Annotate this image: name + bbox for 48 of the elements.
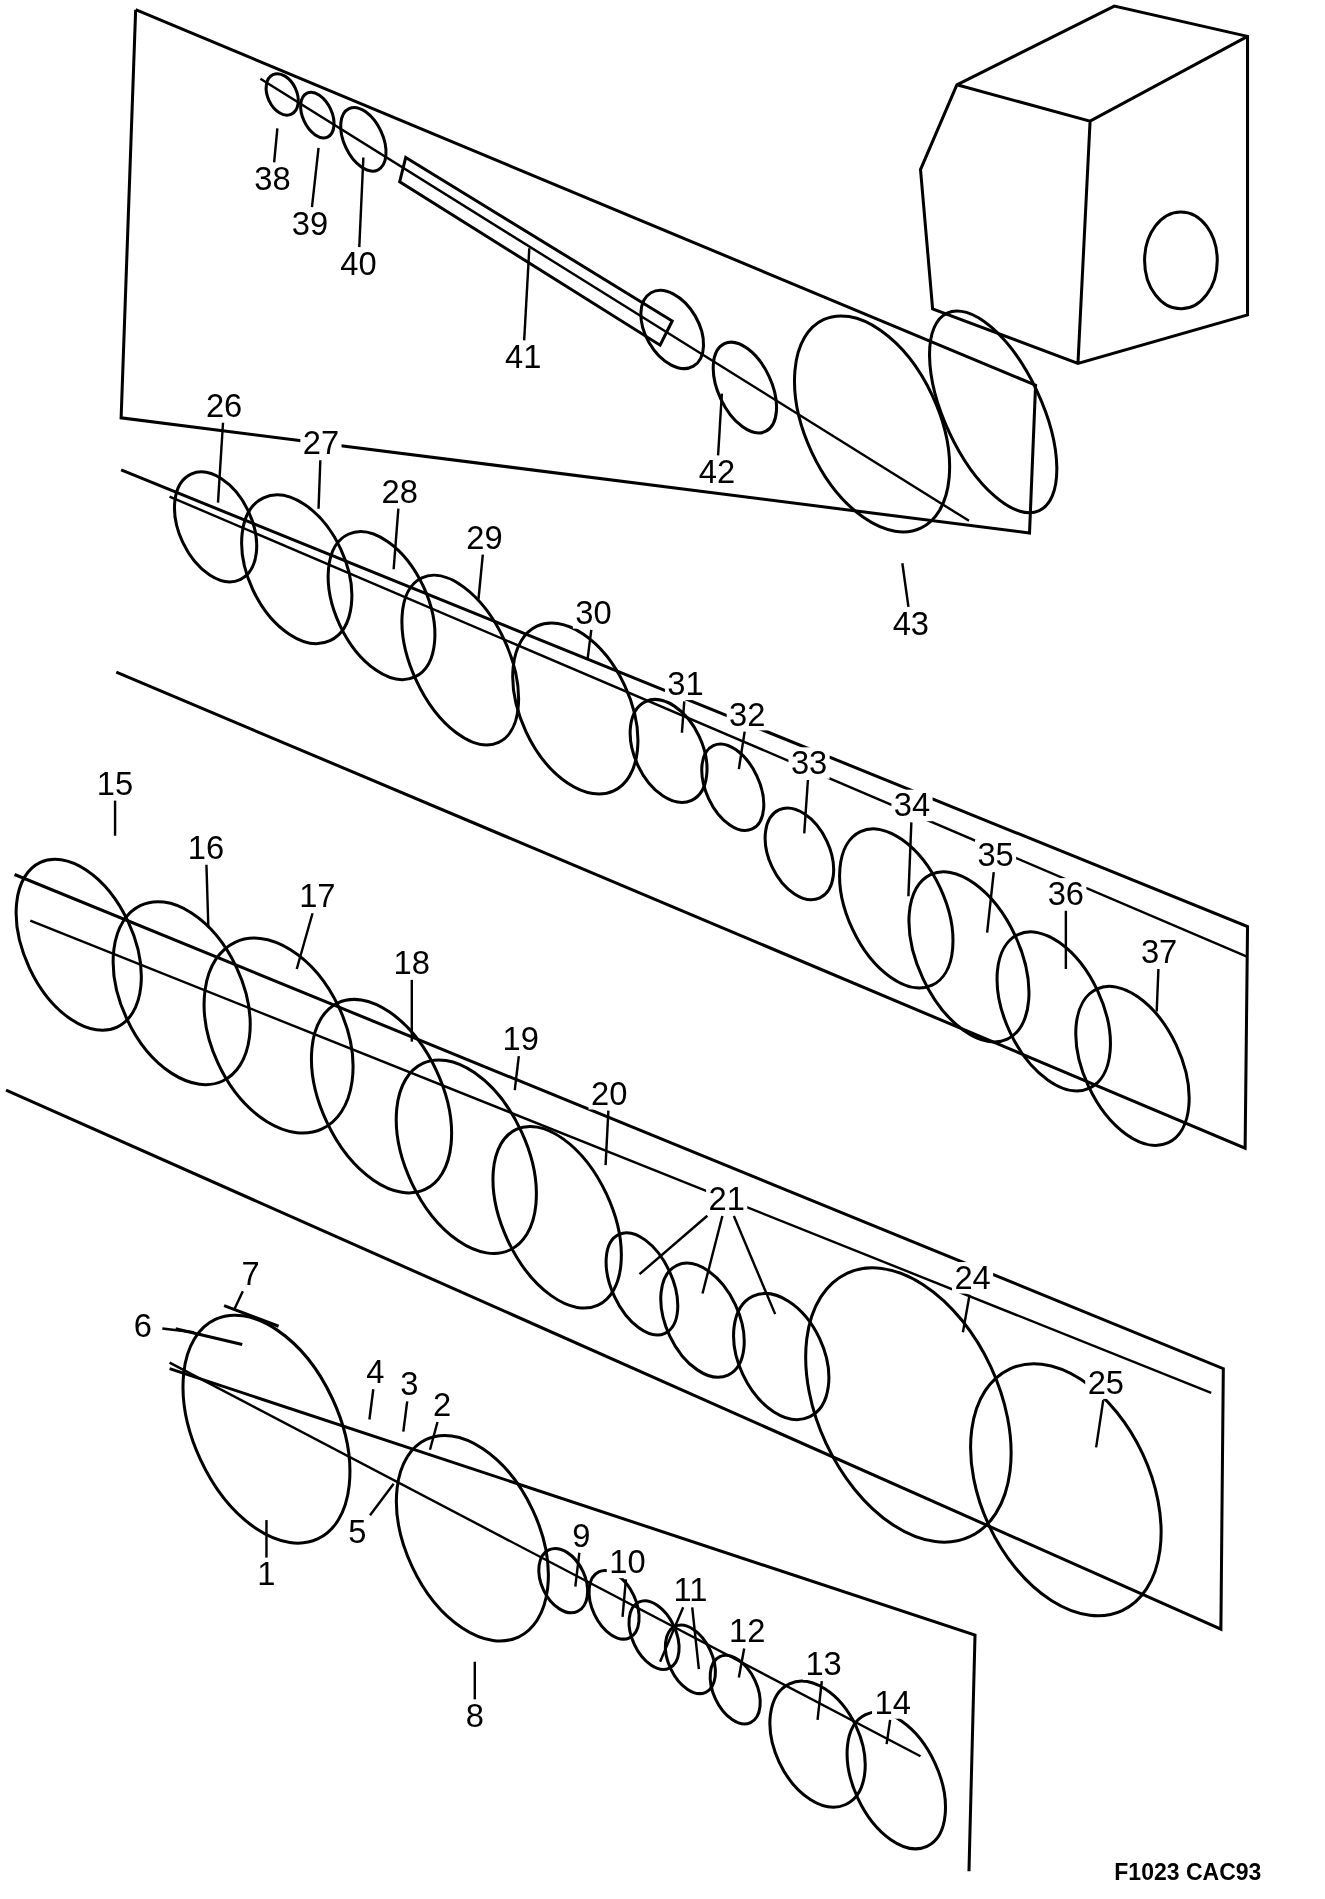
leader-line <box>522 248 531 341</box>
callout-number: 33 <box>788 747 830 779</box>
leader-line <box>368 1389 375 1420</box>
leader-line <box>1064 910 1068 969</box>
leader-line <box>816 1681 823 1721</box>
leader-line <box>295 912 314 970</box>
leader-line <box>901 563 910 607</box>
leader-line <box>701 1215 724 1294</box>
leader-line <box>205 864 210 927</box>
leader-line <box>1094 1399 1105 1448</box>
leader-line <box>659 1606 685 1663</box>
leader-line <box>574 1552 581 1587</box>
leader-line <box>907 822 913 897</box>
leader-line <box>604 1110 610 1166</box>
leader-line <box>216 422 225 503</box>
leader-line <box>737 731 746 770</box>
leader-line <box>621 1579 628 1618</box>
leader-line <box>1155 968 1160 1012</box>
leader-line <box>716 393 724 456</box>
leader-line <box>477 554 485 600</box>
leader-line <box>369 1483 395 1516</box>
leader-line <box>428 1421 439 1451</box>
leader-line <box>885 1719 892 1745</box>
leader-line <box>402 1401 409 1432</box>
leader-line <box>232 1290 244 1312</box>
callout-number: 24 <box>951 1262 994 1294</box>
leader-line <box>691 1607 701 1670</box>
leader-line <box>985 871 995 933</box>
figure-code: F1023 CAC93 <box>1114 1859 1262 1886</box>
leader-line <box>513 1056 520 1091</box>
leader-line <box>310 147 320 208</box>
leader-line <box>732 1215 777 1315</box>
leader-line <box>272 128 279 163</box>
leader-line <box>473 1661 476 1700</box>
leader-line <box>737 1648 746 1678</box>
leader-line <box>113 800 117 836</box>
leader-line <box>961 1294 971 1333</box>
leader-line <box>638 1214 709 1276</box>
callout-number: 34 <box>891 789 933 822</box>
leader-line <box>803 779 810 834</box>
leader-line <box>680 701 686 733</box>
leader-line <box>162 1327 194 1334</box>
leader-line <box>586 629 593 661</box>
leader-line <box>410 979 413 1042</box>
leader-line <box>358 157 365 248</box>
leader-line <box>317 460 322 509</box>
leader-line <box>265 1520 268 1558</box>
leader-line <box>392 508 400 570</box>
